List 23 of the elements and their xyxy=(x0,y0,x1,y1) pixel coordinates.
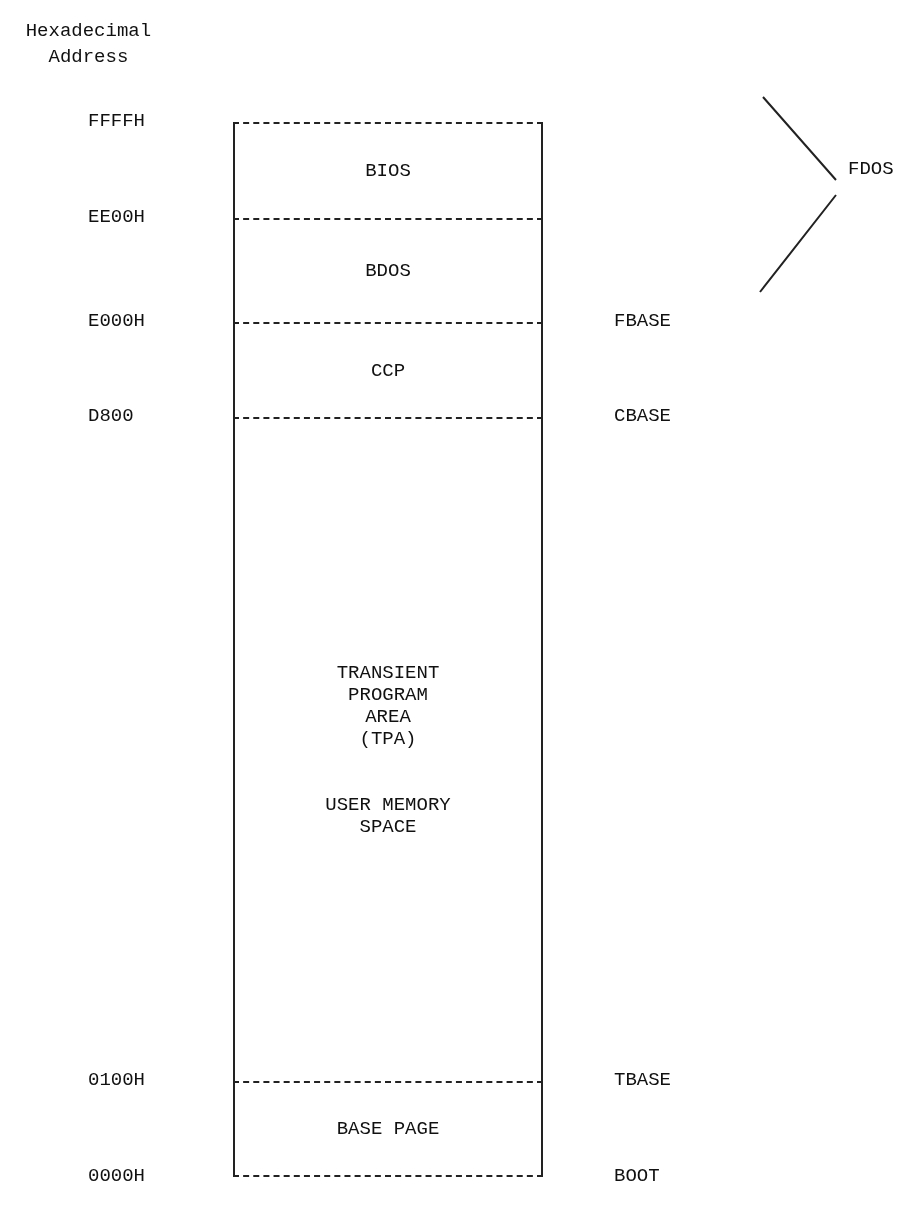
memory-region xyxy=(233,218,543,322)
address-label: EE00H xyxy=(88,206,145,228)
address-label: 0000H xyxy=(88,1165,145,1187)
region-label: BASE PAGE xyxy=(336,1118,440,1140)
region-label: USER MEMORY SPACE xyxy=(324,794,452,838)
axis-title: Hexadecimal Address xyxy=(24,19,153,70)
memory-region xyxy=(233,417,543,1081)
region-label: BDOS xyxy=(365,260,411,282)
address-label: FFFFH xyxy=(88,110,145,132)
memory-region xyxy=(233,122,543,218)
group-label: FDOS xyxy=(848,158,894,180)
region-label: CCP xyxy=(370,359,406,382)
region-label: TRANSIENT PROGRAM AREA (TPA) xyxy=(335,662,441,750)
base-label: CBASE xyxy=(614,405,671,427)
memory-region xyxy=(233,322,543,417)
address-label: E000H xyxy=(88,310,145,332)
base-label: TBASE xyxy=(614,1069,671,1091)
address-label: D800 xyxy=(88,405,134,427)
base-label: BOOT xyxy=(614,1165,660,1187)
memory-region xyxy=(233,1081,543,1177)
region-label: BIOS xyxy=(365,160,411,182)
address-label: 0100H xyxy=(88,1069,145,1091)
base-label: FBASE xyxy=(614,310,671,332)
